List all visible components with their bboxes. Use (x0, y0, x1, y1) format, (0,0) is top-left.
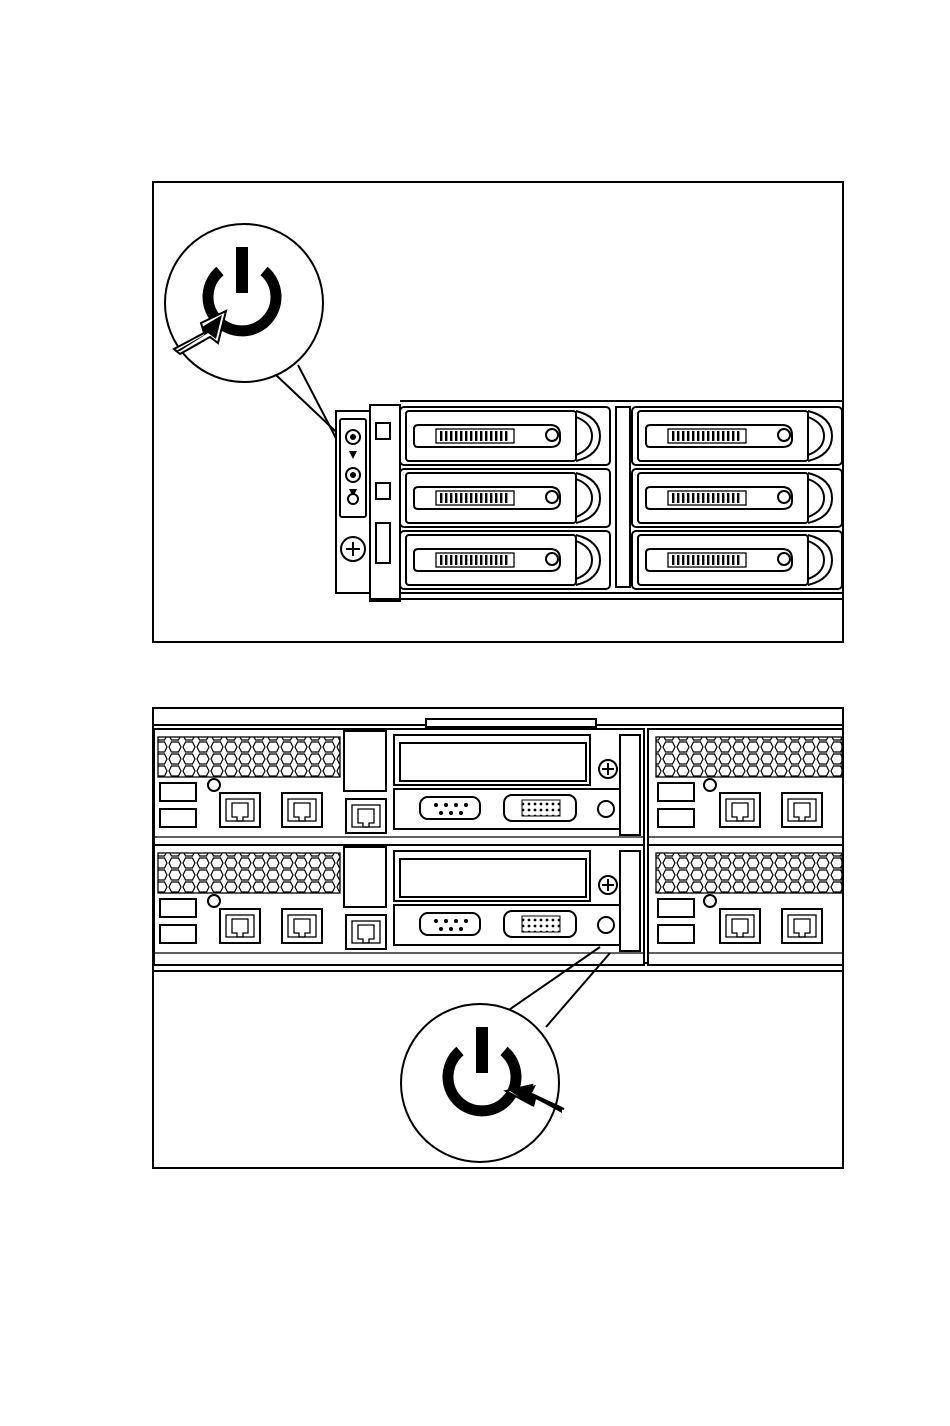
front-panel-figure (152, 181, 844, 643)
front-panel-illustration (154, 183, 842, 641)
rear-power-callout (401, 947, 610, 1162)
rear-panel-figure (152, 707, 844, 1169)
front-power-callout (165, 224, 352, 469)
rear-nodes (154, 729, 842, 965)
rear-panel-illustration (154, 709, 842, 1167)
